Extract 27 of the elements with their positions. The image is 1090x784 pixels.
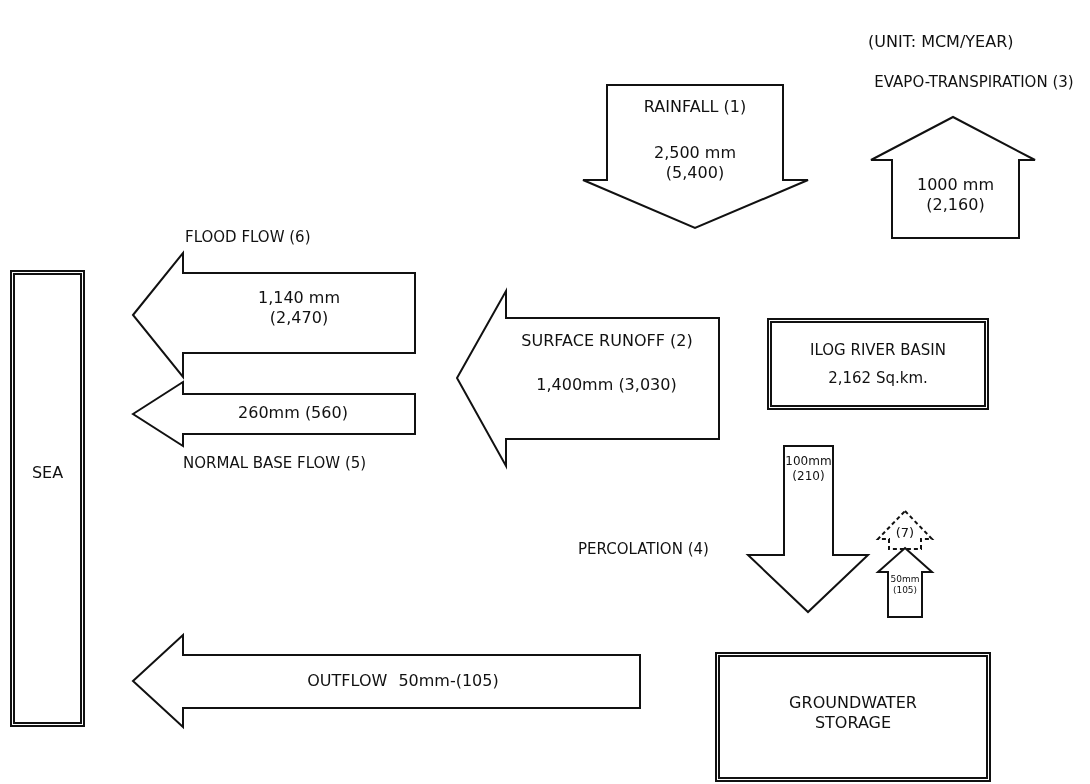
flow-label: 1,140 mm (2,470) (256, 288, 342, 328)
storage-box (715, 652, 991, 782)
basin-box (767, 318, 989, 410)
flow-label: NORMAL BASE FLOW (5) (183, 454, 368, 473)
sea-box (10, 270, 85, 727)
flow-label: 100mm (210) (785, 454, 832, 484)
flow-label: 1,400mm (3,030) (535, 375, 678, 395)
flow-label: (7) (894, 525, 916, 542)
box-label: 2,162 Sq.km. (827, 369, 929, 388)
unit-note: (UNIT: MCM/YEAR) (868, 32, 1014, 51)
flow-symbol (877, 548, 933, 617)
flow-label: RAINFALL (1) (642, 97, 748, 117)
flow-symbol (877, 511, 933, 549)
box-label: GROUNDWATER STORAGE (788, 693, 918, 733)
flow-label: 260mm (560) (237, 403, 349, 423)
flow-label: PERCOLATION (4) (578, 540, 710, 559)
flow-label: FLOOD FLOW (6) (185, 228, 312, 247)
box-label: ILOG RIVER BASIN (809, 341, 947, 360)
flow-label: OUTFLOW 50mm-(105) (306, 671, 500, 691)
flow-label: SURFACE RUNOFF (2) (520, 331, 694, 351)
flow-symbol (583, 85, 808, 228)
box-label: SEA (30, 463, 65, 483)
flow-label: 1000 mm (2,160) (916, 175, 995, 215)
flow-symbol (133, 635, 640, 727)
flow-label: EVAPO-TRANSPIRATION (3) (873, 73, 1075, 92)
flow-label: 50mm (105) (889, 574, 921, 597)
flow-label: 2,500 mm (5,400) (652, 143, 738, 183)
